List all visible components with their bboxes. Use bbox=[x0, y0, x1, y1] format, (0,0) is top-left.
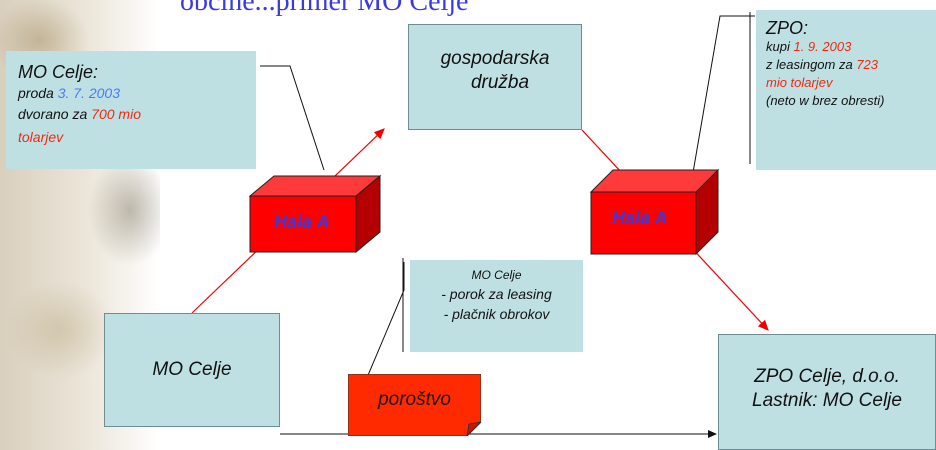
purchase-amount: 723 bbox=[856, 57, 879, 72]
hala-left-label: Hala A bbox=[274, 212, 330, 232]
zpo-label-line2: Lastnik: MO Celje bbox=[752, 390, 902, 411]
guarantee-callout: MO Celje - porok za leasing - plačnik ob… bbox=[410, 260, 583, 352]
slide-title: občine...primer MO Celje bbox=[180, 0, 469, 17]
purchase-amount-unit: mio tolarjev bbox=[766, 75, 833, 90]
hala-right-label: Hala A bbox=[612, 208, 668, 228]
sale-amount: 700 mio bbox=[91, 106, 141, 122]
sale-date: 3. 7. 2003 bbox=[57, 85, 120, 101]
zpo-label-line1: ZPO Celje, d.o.o. bbox=[754, 366, 900, 387]
zpo-purchase-callout: ZPO: kupi 1. 9. 2003 z leasingom za 723 … bbox=[756, 10, 936, 170]
flow-arrow-company-to-zpo bbox=[581, 129, 769, 331]
company-label-line2: družba bbox=[470, 72, 530, 93]
mo-celje-sale-callout: MO Celje: proda 3. 7. 2003 dvorano za 70… bbox=[6, 51, 256, 169]
purchase-date: 1. 9. 2003 bbox=[793, 39, 852, 54]
callout-heading: MO Celje: bbox=[18, 62, 99, 82]
mo-celje-box: MO Celje bbox=[104, 313, 280, 427]
guarantee-item: - porok za leasing bbox=[441, 286, 552, 302]
callout-heading: ZPO: bbox=[766, 18, 809, 38]
company-label-line1: gospodarska bbox=[440, 48, 550, 69]
leader-left-callout bbox=[260, 65, 325, 171]
callout-text: z leasingom za bbox=[766, 57, 857, 72]
leader-right-callout bbox=[689, 15, 755, 191]
mo-celje-label: MO Celje bbox=[152, 359, 232, 380]
callout-text: proda bbox=[18, 85, 58, 101]
zpo-celje-box: ZPO Celje, d.o.o. Lastnik: MO Celje bbox=[718, 334, 936, 450]
callout-text: kupi bbox=[766, 39, 794, 54]
guarantee-item: - plačnik obrokov bbox=[443, 306, 550, 322]
porostvo-note bbox=[348, 374, 481, 436]
porostvo-label: poroštvo bbox=[378, 389, 451, 410]
company-box: gospodarska družba bbox=[408, 24, 582, 130]
callout-text: dvorano za bbox=[18, 106, 92, 122]
leader-middle-callout bbox=[365, 262, 405, 381]
sale-amount-unit: tolarjev bbox=[18, 129, 64, 145]
purchase-note: (neto w brez obresti) bbox=[766, 93, 885, 108]
guarantee-heading: MO Celje bbox=[471, 268, 522, 282]
